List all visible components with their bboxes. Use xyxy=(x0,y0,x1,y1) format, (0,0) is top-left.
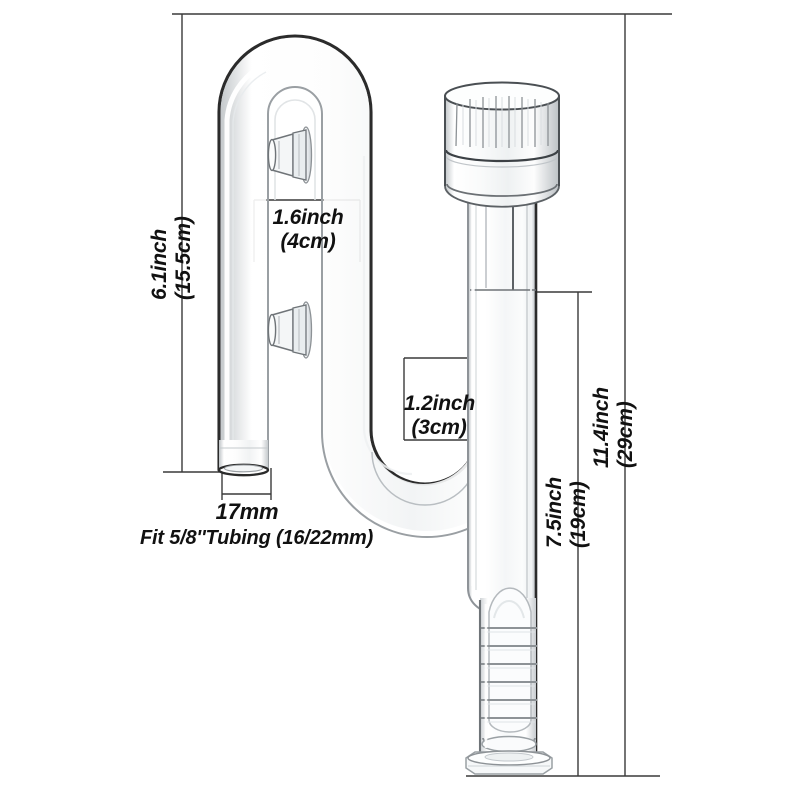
dim-label-6-1-inch: 6.1inch (15.5cm) xyxy=(148,216,195,300)
base-foot xyxy=(465,750,553,775)
top-cap xyxy=(444,81,560,208)
skimmer-slot-highlights xyxy=(483,631,535,723)
cap-flutes xyxy=(455,96,549,148)
dim-11-4-inch-value: 11.4inch xyxy=(590,387,613,468)
glass-highlight-left xyxy=(224,63,264,468)
dim-1-6-inch-metric: (4cm) xyxy=(280,229,336,253)
dim-label-7-5-inch: 7.5inch (19cm) xyxy=(543,477,590,548)
dim-label-11-4-inch: 11.4inch (29cm) xyxy=(590,387,637,468)
dim-1-2-inch-value: 1.2inch xyxy=(404,392,475,415)
dim-1-6-inch-value: 1.6inch xyxy=(272,206,344,229)
skimmer-intake xyxy=(478,587,537,753)
suction-cup-upper xyxy=(267,126,313,184)
dim-17mm-value: 17mm xyxy=(215,499,279,524)
dim-label-1-2-inch: 1.2inch (3cm) xyxy=(404,392,475,439)
glass-highlight-left-thin xyxy=(232,71,267,468)
tubing-fit-text: Fit 5/8''Tubing (16/22mm) xyxy=(140,527,374,549)
dim-6-1-inch-value: 6.1inch xyxy=(148,229,171,300)
skimmer-slot-rings xyxy=(481,627,537,719)
u-bend-inner-arch-shade xyxy=(274,99,316,200)
dim-7-5-inch-value: 7.5inch xyxy=(543,477,566,548)
dim-6-1-inch-metric: (15.5cm) xyxy=(171,216,195,300)
suction-cup-lower xyxy=(267,301,313,359)
note-tubing-fit: Fit 5/8''Tubing (16/22mm) xyxy=(140,527,373,549)
dim-11-4-inch-metric: (29cm) xyxy=(613,401,637,469)
dim-label-1-6-inch: 1.6inch (4cm) xyxy=(256,206,360,253)
dim-1-2-inch-metric: (3cm) xyxy=(411,415,467,439)
inlet-tube-mouth xyxy=(217,440,270,477)
dim-7-5-inch-metric: (19cm) xyxy=(566,481,590,549)
main-body-tube xyxy=(467,140,538,760)
cap-flute-highlights xyxy=(462,97,542,147)
dim-label-17mm: 17mm xyxy=(196,499,298,525)
glass-highlight-right xyxy=(362,156,413,476)
